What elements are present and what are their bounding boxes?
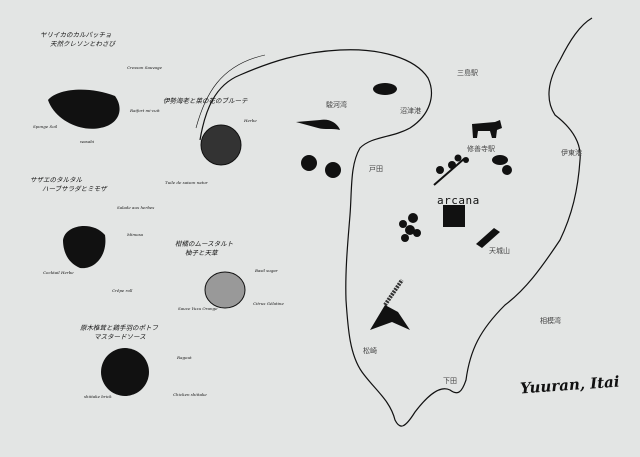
label-shuzenji: 修善寺駅 [467,145,495,153]
dish-1-note: Sponge Soil [33,124,58,129]
turban-shell-icon [301,155,341,178]
label-matsuzaki: 松崎 [363,347,377,355]
dish-4-title: 柑橘のムースタルト柚子と天草 [175,240,234,257]
dish-1-note: Cresson Sauvage [127,65,162,70]
coastline-west [199,17,593,427]
blossoms-icon [436,154,469,174]
dish-5-note: Ragout [177,355,192,360]
dish-1-title: ヤリイカのカルパッチョ天然クレソンとわさび [40,31,115,48]
dish-1-note: wasabi [80,139,95,144]
cow-icon [472,120,502,138]
label-amagi: 天城山 [489,247,510,255]
guide-line [195,54,266,129]
brand-label: arcana [437,194,480,207]
fish-icon [373,83,397,95]
label-numazu: 沼津港 [400,107,421,115]
dish-3-note: Mimosa [127,232,144,237]
dish-3-note: Cocktail Herbe [43,270,74,275]
dish-3-sketch [63,225,106,269]
dish-4-note: Basil sugar [255,268,278,273]
label-heda: 戸田 [369,165,383,173]
shrimp-icon [296,119,340,130]
dish-5-note: shiitake brick [84,394,112,399]
label-ito: 伊東港 [561,149,582,157]
dish-4-sketch [204,271,246,309]
shiso-flower-icon [383,278,404,307]
dish-2-sketch [200,124,242,166]
label-suruga-bay: 駿河湾 [326,101,347,109]
mushroom-icon [492,155,512,175]
dish-5-sketch [101,348,149,396]
dish-3-note: Crêpe roll [112,288,133,293]
dish-1-note: Raifort mi-cuit [130,108,160,113]
dish-5-note: Chicken shiitake [173,392,207,397]
dish-4-note: Citrus Gélatine [253,301,284,306]
label-sagami-bay: 相模湾 [540,317,561,325]
wasabi-root-icon [476,228,500,248]
dish-3-title: サザエのタルタルハーブサラダとミモザ [30,176,107,193]
plum-blossom-icon [433,157,466,186]
label-shimoda: 下田 [443,377,457,385]
dish-2-title: 伊勢海老と菜の花のブルーテ [163,97,248,105]
dish-2-note: Herbe [244,118,257,123]
dish-5-title: 原木椎茸と鶏手羽のポトフマスタードソース [80,324,158,341]
label-mishima: 三島駅 [457,69,478,77]
wasabi-leaves-icon [399,213,421,242]
arcana-marker [443,205,465,227]
dish-2-note: Tuile de saison natur [165,180,208,185]
dish-3-note: Salade aux herbes [117,205,155,210]
dish-1-sketch [48,89,120,129]
dish-4-note: Sauce Yuzu Orange [178,306,218,311]
shiso-leaf-icon [370,305,410,330]
